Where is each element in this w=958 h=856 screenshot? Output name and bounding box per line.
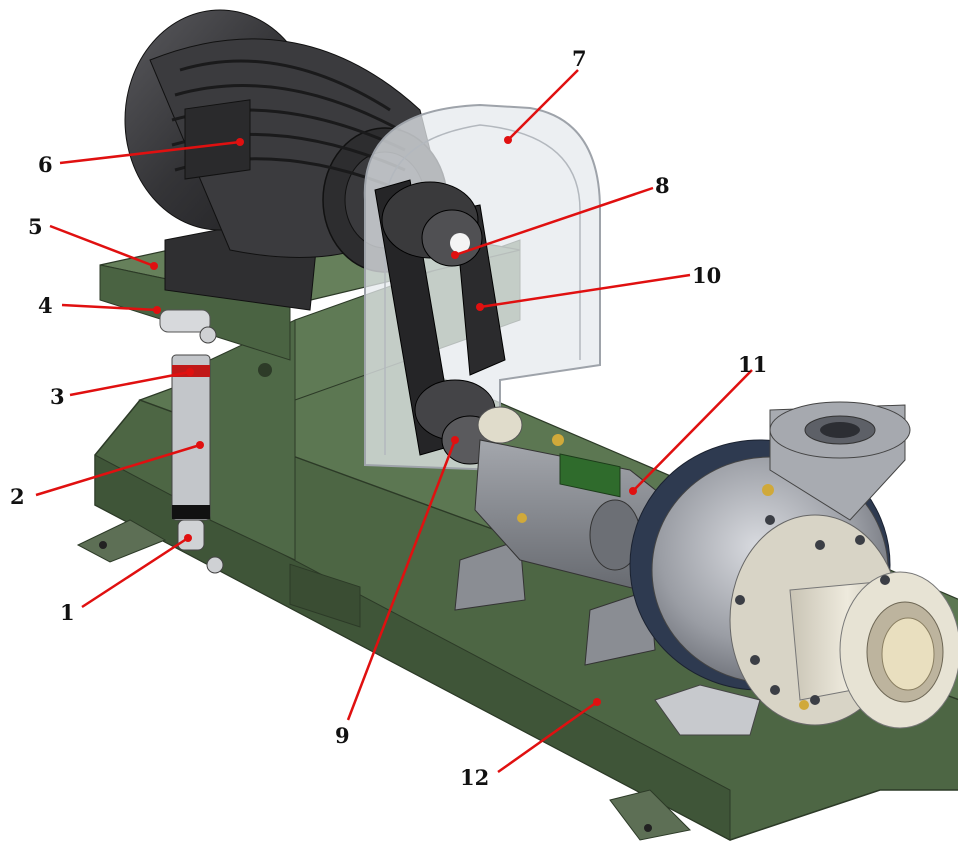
leader-4 — [61, 303, 158, 312]
belt-drive — [374, 179, 523, 465]
callout-labels: 1 2 3 4 5 6 7 8 9 10 11 12 — [10, 46, 767, 790]
callout-8: 8 — [655, 173, 670, 198]
callout-10: 10 — [692, 263, 721, 288]
callout-12: 12 — [460, 765, 489, 790]
pump-unit — [454, 401, 958, 736]
leader-dot-5 — [150, 262, 158, 270]
callout-1: 1 — [60, 600, 75, 625]
leader-dot-8 — [451, 251, 459, 259]
callout-5: 5 — [28, 214, 43, 239]
leader-9 — [346, 439, 457, 721]
leader-10 — [479, 273, 691, 309]
leader-6 — [59, 140, 241, 165]
callout-4: 4 — [38, 293, 53, 318]
leader-3 — [69, 370, 191, 397]
leader-dot-6 — [236, 138, 244, 146]
belt-tensioner — [159, 309, 224, 574]
callout-11: 11 — [738, 352, 767, 377]
leader-8 — [454, 186, 654, 257]
callout-2: 2 — [10, 484, 25, 509]
leader-dot-10 — [476, 303, 484, 311]
callout-9: 9 — [335, 723, 350, 748]
leader-11 — [632, 369, 753, 492]
leader-dot-11 — [629, 487, 637, 495]
leader-dot-7 — [504, 136, 512, 144]
leader-dot-9 — [451, 436, 459, 444]
leader-dot-1 — [184, 534, 192, 542]
callout-7: 7 — [572, 46, 587, 71]
leader-lines — [35, 69, 753, 774]
leader-5 — [49, 224, 155, 268]
leader-dot-2 — [196, 441, 204, 449]
leader-7 — [507, 69, 579, 141]
callout-6: 6 — [38, 152, 53, 177]
leader-12 — [497, 700, 598, 774]
leader-dot-4 — [153, 306, 161, 314]
leader-1 — [81, 536, 189, 609]
leader-dot-3 — [186, 368, 194, 376]
leader-2 — [35, 443, 201, 497]
callout-3: 3 — [50, 384, 65, 409]
leader-dots — [150, 136, 637, 706]
leader-dot-12 — [593, 698, 601, 706]
